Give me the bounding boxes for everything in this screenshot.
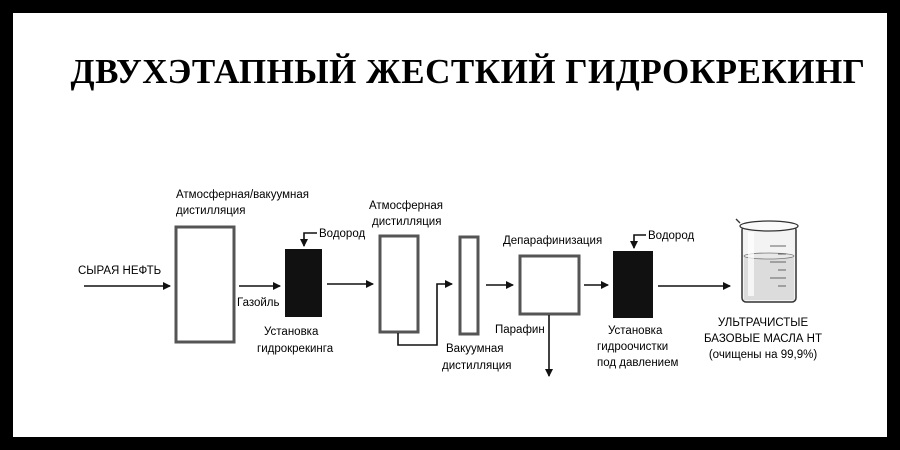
vac-dist-label-1: Вакуумная [446, 343, 503, 355]
crude-oil-label: СЫРАЯ НЕФТЬ [78, 265, 161, 277]
hydrocracking-unit [285, 249, 322, 317]
vac-dist-label-2: дистилляция [442, 360, 511, 372]
product-label-3: (очищены на 99,9%) [709, 349, 817, 361]
hydrogen-arrow-1 [300, 232, 317, 247]
hydrotreating-unit [613, 251, 653, 318]
hydrogen-label-1: Водород [319, 228, 365, 240]
hydrotreat-label-2: гидроочистки [597, 341, 668, 353]
product-label-2: БАЗОВЫЕ МАСЛА НТ [704, 333, 822, 345]
to-vac-dist-arrow [397, 280, 453, 346]
hydrocracking-label-2: гидрокрекинга [257, 343, 334, 355]
hydrocracking-label-1: Установка [264, 326, 319, 338]
hydrotreat-label-1: Установка [608, 325, 663, 337]
hydrogen-label-2: Водород [648, 230, 694, 242]
vac-distillation-box [458, 235, 480, 336]
paraffin-label: Парафин [495, 324, 545, 336]
atm-vac-distillation-box [174, 225, 236, 344]
hydrogen-arrow-2 [630, 234, 646, 249]
hydrotreat-label-3: под давлением [597, 357, 679, 369]
gasoil-label: Газойль [237, 297, 280, 309]
atm-vac-dist-label-2: дистилляция [176, 205, 245, 217]
product-label-1: УЛЬТРАЧИСТЫЕ [718, 317, 809, 329]
atm-dist-label-2: дистилляция [372, 216, 441, 228]
atm-distillation-box [378, 234, 420, 334]
dewaxing-box [518, 254, 581, 316]
dewaxing-label: Депарафинизация [503, 235, 602, 247]
diagram-title: ДВУХЭТАПНЫЙ ЖЕСТКИЙ ГИДРОКРЕКИНГ [71, 52, 866, 91]
beaker-icon [735, 218, 799, 303]
atm-vac-dist-label-1: Атмосферная/вакуумная [176, 189, 309, 201]
atm-dist-label-1: Атмосферная [369, 200, 443, 212]
